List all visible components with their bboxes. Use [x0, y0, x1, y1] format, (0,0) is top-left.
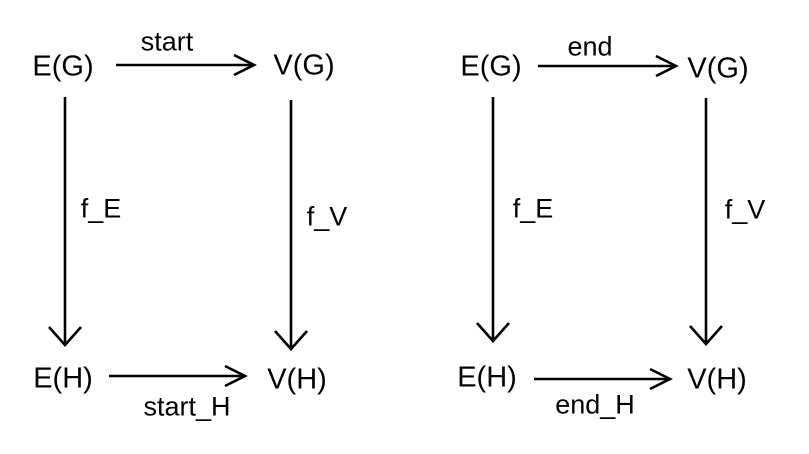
diagram-1-node-top-right: V(G) — [273, 49, 335, 82]
diagram-2-arrows — [476, 54, 723, 391]
diagram-1-label-bottom: start_H — [143, 391, 231, 422]
diagram-1-node-top-left: E(G) — [32, 50, 94, 83]
diagram-1-node-bottom-right: V(H) — [267, 363, 327, 396]
diagram-2-label-bottom: end_H — [555, 389, 635, 420]
diagram-2-node-top-right: V(G) — [687, 52, 749, 85]
diagram-1-label-left: f_E — [80, 193, 122, 224]
diagram-1-arrowhead-bottom — [224, 364, 248, 388]
diagram-2-arrowhead-bottom — [649, 367, 673, 391]
diagram-2-node-bottom-right: V(H) — [687, 363, 747, 396]
diagram-1-arrows — [48, 53, 308, 388]
diagram-2-arrowhead-right — [689, 325, 723, 346]
diagram-2-node-top-left: E(G) — [460, 50, 522, 83]
diagram-2-label-left: f_E — [512, 193, 554, 224]
diagram-1-node-bottom-left: E(H) — [33, 362, 93, 395]
diagram-1-arrowhead-top — [233, 53, 257, 77]
diagram-1-label-right: f_V — [306, 201, 348, 232]
diagram-1-arrowhead-right — [274, 330, 308, 351]
diagram-2-arrowhead-left — [476, 322, 510, 343]
diagram-2-arrowhead-top — [655, 54, 679, 78]
diagram-2-node-bottom-left: E(H) — [457, 361, 517, 394]
diagram-1-arrowhead-left — [48, 326, 82, 347]
diagram-2-label-top: end — [567, 31, 613, 62]
diagram-2-label-right: f_V — [724, 194, 766, 225]
diagram-1-label-top: start — [140, 26, 194, 57]
